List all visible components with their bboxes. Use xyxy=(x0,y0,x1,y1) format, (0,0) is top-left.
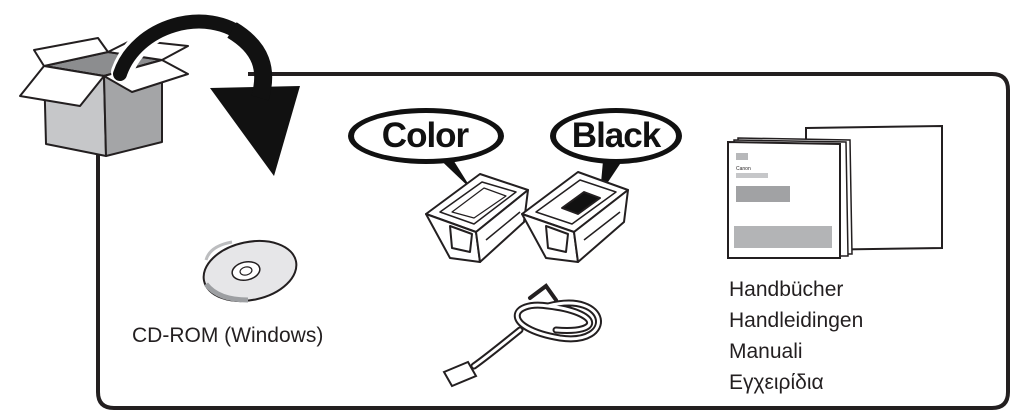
manual-label: Handleidingen xyxy=(729,307,863,338)
manual-booklets-icon xyxy=(728,126,942,258)
black-ink-cartridge-icon xyxy=(522,172,628,262)
manual-label: Εγχειρίδια xyxy=(729,369,863,400)
open-box-icon xyxy=(20,38,188,156)
cd-rom-icon xyxy=(198,233,302,309)
black-callout-label: Black xyxy=(552,116,680,156)
manual-label: Handbücher xyxy=(729,276,863,307)
cd-rom-label: CD-ROM (Windows) xyxy=(132,322,323,349)
color-ink-cartridge-icon xyxy=(426,174,528,262)
manual-labels: Handbücher Handleidingen Manuali Εγχειρί… xyxy=(729,276,863,400)
manual-label: Manuali xyxy=(729,338,863,369)
power-cord-icon xyxy=(444,286,599,386)
manual-cover-brand: Canon xyxy=(736,166,751,172)
color-callout-label: Color xyxy=(350,116,500,156)
